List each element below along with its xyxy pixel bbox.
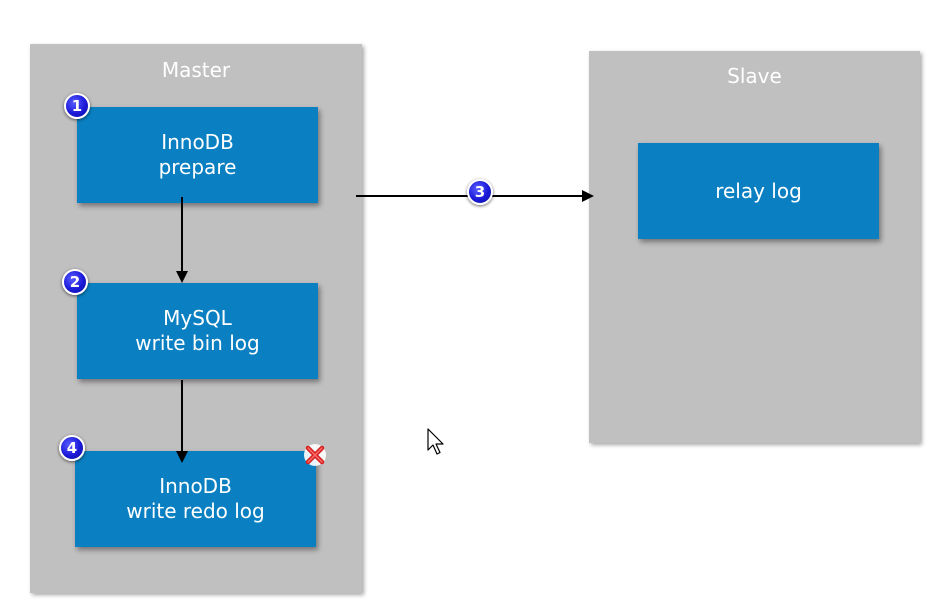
step-badge-4: 4	[59, 435, 85, 461]
mysql-write-binlog-line2: write bin log	[135, 331, 260, 355]
innodb-prepare-line1: InnoDB	[161, 130, 234, 154]
mouse-pointer-icon	[427, 428, 444, 455]
relay-log-box: relay log	[638, 143, 879, 239]
slave-panel: Slave	[589, 51, 920, 443]
master-title: Master	[161, 58, 231, 82]
innodb-write-redolog-line1: InnoDB	[159, 474, 232, 498]
mysql-write-binlog-line1: MySQL	[163, 306, 232, 330]
innodb-prepare-box: InnoDB prepare	[77, 107, 318, 203]
step-badge-1: 1	[64, 93, 90, 119]
innodb-write-redolog-line2: write redo log	[126, 499, 265, 523]
mysql-write-binlog-box: MySQL write bin log	[77, 283, 318, 379]
step-badge-2: 2	[62, 269, 88, 295]
relay-log-label: relay log	[715, 178, 802, 203]
step-badge-3: 3	[467, 179, 493, 205]
innodb-prepare-line2: prepare	[158, 155, 237, 179]
slave-title: Slave	[727, 64, 782, 88]
innodb-write-redolog-box: InnoDB write redo log	[75, 451, 316, 547]
